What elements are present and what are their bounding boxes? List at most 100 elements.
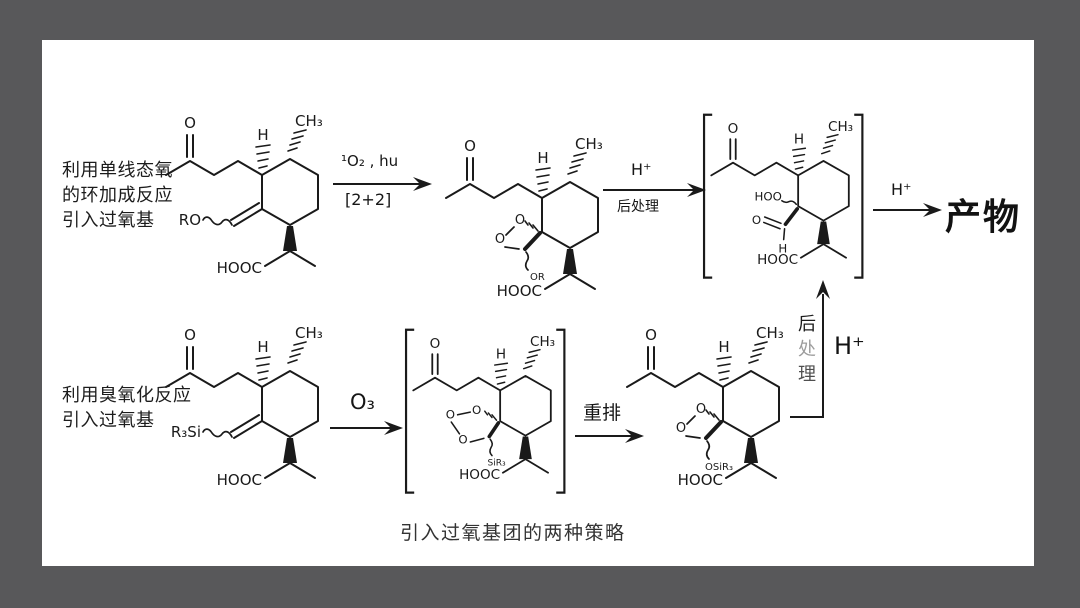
ketone-chain [710, 161, 800, 177]
arrow-workup1-shaft [603, 183, 706, 197]
arrow-ozonolysis-reagent: O₃ [350, 390, 375, 414]
arrow-head [687, 183, 706, 197]
aldehyde-o-label: O [752, 213, 761, 227]
molecule-dioxetane-or: O CH₃ H HOOC O O OR [445, 135, 603, 300]
arrow-head [384, 421, 403, 435]
peroxide-o2-label: O [676, 421, 686, 436]
h-hash-bond [255, 144, 271, 169]
o-o-bond [686, 415, 696, 425]
aldehyde-double-bond [762, 216, 782, 230]
hooc-label: HOOC [678, 471, 723, 489]
left-bracket [702, 113, 713, 279]
ch3-label: CH₃ [295, 324, 323, 342]
h-hash-bond [493, 362, 509, 385]
ch3-hash-bond [287, 341, 307, 364]
hooc-label: HOOC [459, 467, 500, 483]
ch3-label: CH₃ [828, 119, 853, 135]
cyclohexane-ring [541, 181, 599, 249]
ch3-label: CH₃ [530, 334, 555, 350]
isopropyl-bonds [264, 250, 316, 267]
o-stereo-hash [705, 409, 720, 421]
ch3-label: CH₃ [295, 112, 323, 130]
wedge-bond [817, 221, 830, 245]
strategy2-label: 利用臭氧化反应 引入过氧基 [62, 383, 192, 433]
ozonide-o2-label: O [446, 407, 455, 421]
isopropyl-bonds [544, 273, 596, 290]
squiggle-bond [705, 440, 711, 460]
carbonyl-o-label: O [430, 336, 441, 352]
workup2-char-3: 理 [798, 364, 816, 385]
ch3-hash-bond [287, 129, 307, 152]
wedge-bond [283, 226, 297, 251]
h-label: H [257, 338, 268, 356]
right-bracket [854, 113, 864, 279]
strategy1-line2: 的环加成反应 [62, 185, 173, 206]
strategy1-line1: 利用单线态氧 [62, 160, 173, 181]
arrow-workup1-condition: 后处理 [617, 199, 659, 215]
ch3-hash-bond [522, 348, 541, 370]
wedge-bond [519, 436, 532, 460]
ro-label: RO [179, 211, 201, 229]
strategy2-line2: 引入过氧基 [62, 410, 155, 431]
o-c-bond [685, 435, 701, 439]
carbonyl-double-bond [466, 157, 474, 181]
ketone-chain [165, 372, 263, 388]
o1-o2-bond [456, 411, 472, 416]
carbonyl-o-label: O [728, 121, 739, 137]
h-label: H [794, 132, 804, 148]
wedge-bond [283, 438, 297, 463]
arrow-cycloaddition: ¹O₂ , hu [2+2] [333, 152, 433, 212]
molecule-silyl-enol-ether: O CH₃ H HOOC R₃Si [165, 324, 323, 489]
ozonide-o3-label: O [458, 433, 467, 447]
scheme-caption: 引入过氧基团的两种策略 [400, 522, 626, 544]
cyclohexane-ring [499, 375, 552, 437]
aldehyde-h-bond [782, 227, 786, 241]
o-stereo-hash [484, 410, 498, 421]
aldehyde-h-label: H [778, 241, 787, 255]
isopropyl-bonds [799, 243, 847, 259]
product-label: 产物 [945, 197, 1022, 238]
arrow-head [413, 177, 432, 191]
carbonyl-o-label: O [645, 326, 657, 344]
wedge-ring-bond [487, 421, 501, 439]
aldehyde-wedge-bond [783, 207, 800, 227]
carbonyl-double-bond [647, 346, 655, 370]
h-label: H [537, 149, 548, 167]
arrow-workup1-reagent: H⁺ [631, 160, 652, 179]
carbonyl-o-label: O [464, 137, 476, 155]
arrow-rearrange-shaft [575, 429, 644, 443]
cyclohexane-ring [261, 158, 319, 226]
carbonyl-o-label: O [184, 326, 196, 344]
cyclohexane-ring [797, 160, 850, 222]
carbonyl-o-label: O [184, 114, 196, 132]
isopropyl-bonds [725, 462, 777, 479]
arrow-head-up [816, 280, 830, 299]
r3si-label: R₃Si [171, 423, 201, 441]
exocyclic-double-bond [230, 202, 263, 227]
h-label: H [718, 338, 729, 356]
ketone-chain [165, 160, 263, 176]
peroxide-o1-label: O [696, 402, 706, 417]
strategy2-line1: 利用臭氧化反应 [62, 385, 192, 406]
strategy1-line3: 引入过氧基 [62, 210, 155, 231]
peroxide-o2-label: O [495, 232, 505, 247]
h-hash-bond [716, 356, 732, 381]
squiggle-bond [524, 251, 530, 271]
arrow-cycloaddition-reagent: ¹O₂ , hu [341, 152, 399, 170]
hooc-label: HOOC [217, 259, 262, 277]
exocyclic-double-bond [230, 414, 263, 439]
h-label: H [496, 347, 506, 363]
hooc-label: HOOC [757, 252, 798, 268]
left-bracket [404, 328, 415, 494]
o2-o3-bond [450, 421, 461, 435]
ch3-hash-bond [567, 152, 587, 175]
arrow-workup2 [790, 280, 830, 418]
arrow-ozonolysis: O₃ [330, 390, 404, 442]
arrow-cycloaddition-shaft [333, 177, 432, 191]
arrow-to-product-shaft [873, 203, 942, 217]
cyclohexane-ring [722, 370, 780, 438]
carbonyl-double-bond [729, 138, 737, 160]
wedge-bond [563, 249, 577, 274]
isopropyl-bonds [264, 462, 316, 479]
